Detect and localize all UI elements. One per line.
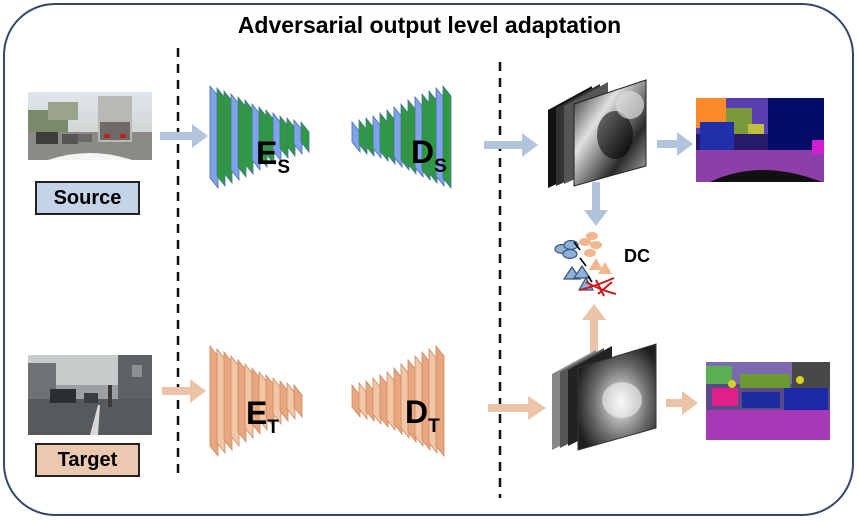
- network-layer: [244, 98, 254, 176]
- arrow-source-to-encoder: [160, 124, 208, 148]
- source-feature-map-stack: [548, 79, 647, 188]
- arrow-featuremap-to-segmentation-source: [657, 132, 693, 156]
- network-layer: [237, 358, 247, 444]
- source-segmentation-map: [696, 98, 824, 182]
- source-image: [28, 92, 152, 160]
- network-layer: [237, 95, 247, 179]
- network-layer: [400, 102, 410, 172]
- discriminator-symbol: [554, 232, 617, 297]
- network-layer: [286, 381, 296, 421]
- diagram-title: Adversarial output level adaptation: [237, 12, 622, 38]
- source-decoder: [351, 84, 452, 190]
- network-layer: [407, 358, 417, 444]
- network-layer: [372, 114, 382, 160]
- network-layer: [265, 373, 275, 429]
- network-layer: [414, 95, 424, 179]
- network-layer: [400, 362, 410, 440]
- network-layer: [435, 344, 445, 458]
- target-encoder: [209, 344, 303, 458]
- arrow-featuremap-to-discriminator: [584, 182, 608, 226]
- network-layer: [407, 98, 417, 176]
- network-layer: [414, 354, 424, 448]
- arrow-target-featuremap-to-discriminator: [582, 304, 606, 356]
- network-layer: [223, 350, 233, 452]
- network-layer: [265, 108, 275, 166]
- network-layer: [251, 102, 261, 172]
- network-layer: [358, 118, 368, 156]
- network-layer: [272, 376, 282, 426]
- decoder-source-label: DS: [411, 134, 447, 177]
- decoder-target-label: DT: [405, 394, 440, 437]
- outer-frame: [3, 3, 854, 516]
- network-layer: [435, 86, 445, 188]
- arrow-target-to-encoder: [162, 379, 206, 403]
- network-layer: [258, 105, 268, 169]
- network-layer: [393, 366, 403, 436]
- network-layer: [386, 370, 396, 432]
- network-layer: [258, 370, 268, 432]
- network-layer: [244, 362, 254, 440]
- network-layer: [372, 376, 382, 426]
- network-layer: [230, 92, 240, 182]
- network-layer: [421, 350, 431, 452]
- target-segmentation-map: [706, 362, 830, 440]
- target-decoder: [351, 344, 445, 458]
- network-layer: [379, 111, 389, 163]
- network-layer: [272, 111, 282, 163]
- network-layer: [293, 383, 303, 419]
- arrow-decoder-to-featuremap: [484, 133, 538, 157]
- network-layer: [223, 89, 233, 185]
- network-layer: [209, 344, 219, 458]
- network-layer: [216, 86, 226, 188]
- network-layer: [386, 108, 396, 166]
- network-layer: [421, 92, 431, 182]
- encoder-target-label: ET: [246, 395, 279, 438]
- network-layer: [351, 120, 361, 154]
- arrow-featuremap-to-segmentation-target: [666, 391, 698, 415]
- network-layer: [351, 383, 361, 419]
- source-label: Source: [35, 181, 140, 215]
- encoder-source-label: ES: [256, 135, 290, 178]
- network-layer: [216, 347, 226, 455]
- network-layer: [428, 347, 438, 455]
- network-layer: [209, 84, 219, 190]
- network-layer: [300, 120, 310, 154]
- target-image: [28, 355, 152, 435]
- arrow-decoder-to-featuremap-target: [488, 396, 546, 420]
- network-layer: [365, 116, 375, 158]
- network-layer: [379, 373, 389, 429]
- source-encoder: [209, 84, 310, 190]
- network-layer: [286, 116, 296, 158]
- network-layer: [442, 84, 452, 190]
- network-layer: [393, 105, 403, 169]
- target-feature-map-stack: [552, 343, 657, 451]
- network-layer: [358, 381, 368, 421]
- network-layer: [230, 354, 240, 448]
- target-label: Target: [35, 443, 140, 477]
- network-layer: [251, 366, 261, 436]
- network-layer: [365, 379, 375, 423]
- network-layer: [279, 379, 289, 423]
- network-layer: [428, 89, 438, 185]
- discriminator-label: DC: [624, 246, 650, 266]
- network-layer: [279, 114, 289, 160]
- network-layer: [293, 118, 303, 156]
